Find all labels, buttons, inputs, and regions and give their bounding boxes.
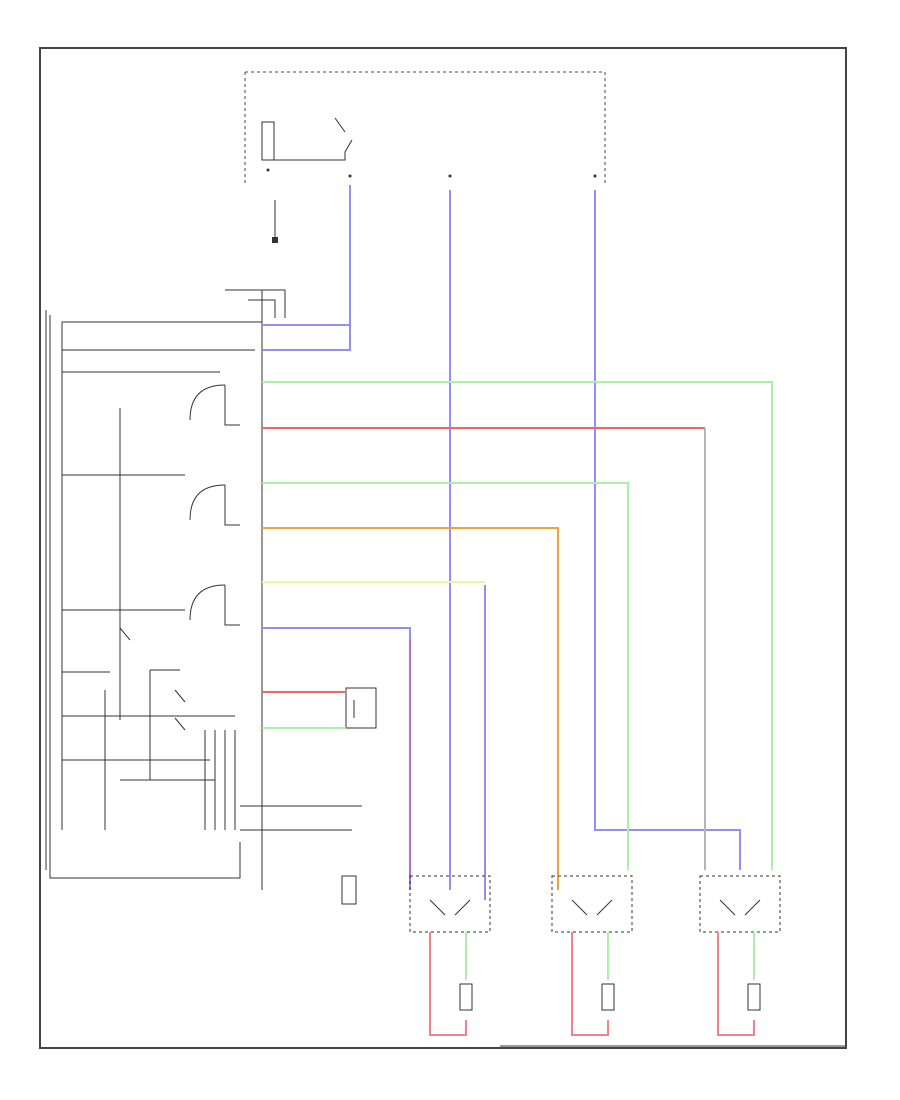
motor-left-rear — [601, 983, 615, 1011]
right-rear-window-switch — [699, 875, 781, 933]
motor-loop-2 — [571, 932, 609, 1036]
ground-connector-bottom — [240, 805, 362, 905]
motor-right-rear — [747, 983, 761, 1011]
left-rear-window-switch — [551, 875, 633, 933]
right-front-window-switch — [409, 875, 491, 933]
ground-symbol — [272, 200, 278, 243]
wire-blue-main — [262, 185, 351, 351]
wire-blue-3 — [594, 190, 741, 870]
wire-green-1 — [262, 381, 773, 870]
fuse-block — [244, 71, 606, 185]
wire-blue-4 — [262, 627, 411, 890]
motor-loop-1 — [429, 932, 467, 1036]
motor-loop-3 — [717, 932, 755, 1036]
wire-green-2 — [262, 482, 629, 870]
door-lock-relay — [345, 687, 377, 729]
diagram-frame — [39, 47, 847, 1049]
motor-right-front — [459, 983, 473, 1011]
control-unit — [45, 289, 286, 890]
wire-orange — [262, 527, 559, 890]
